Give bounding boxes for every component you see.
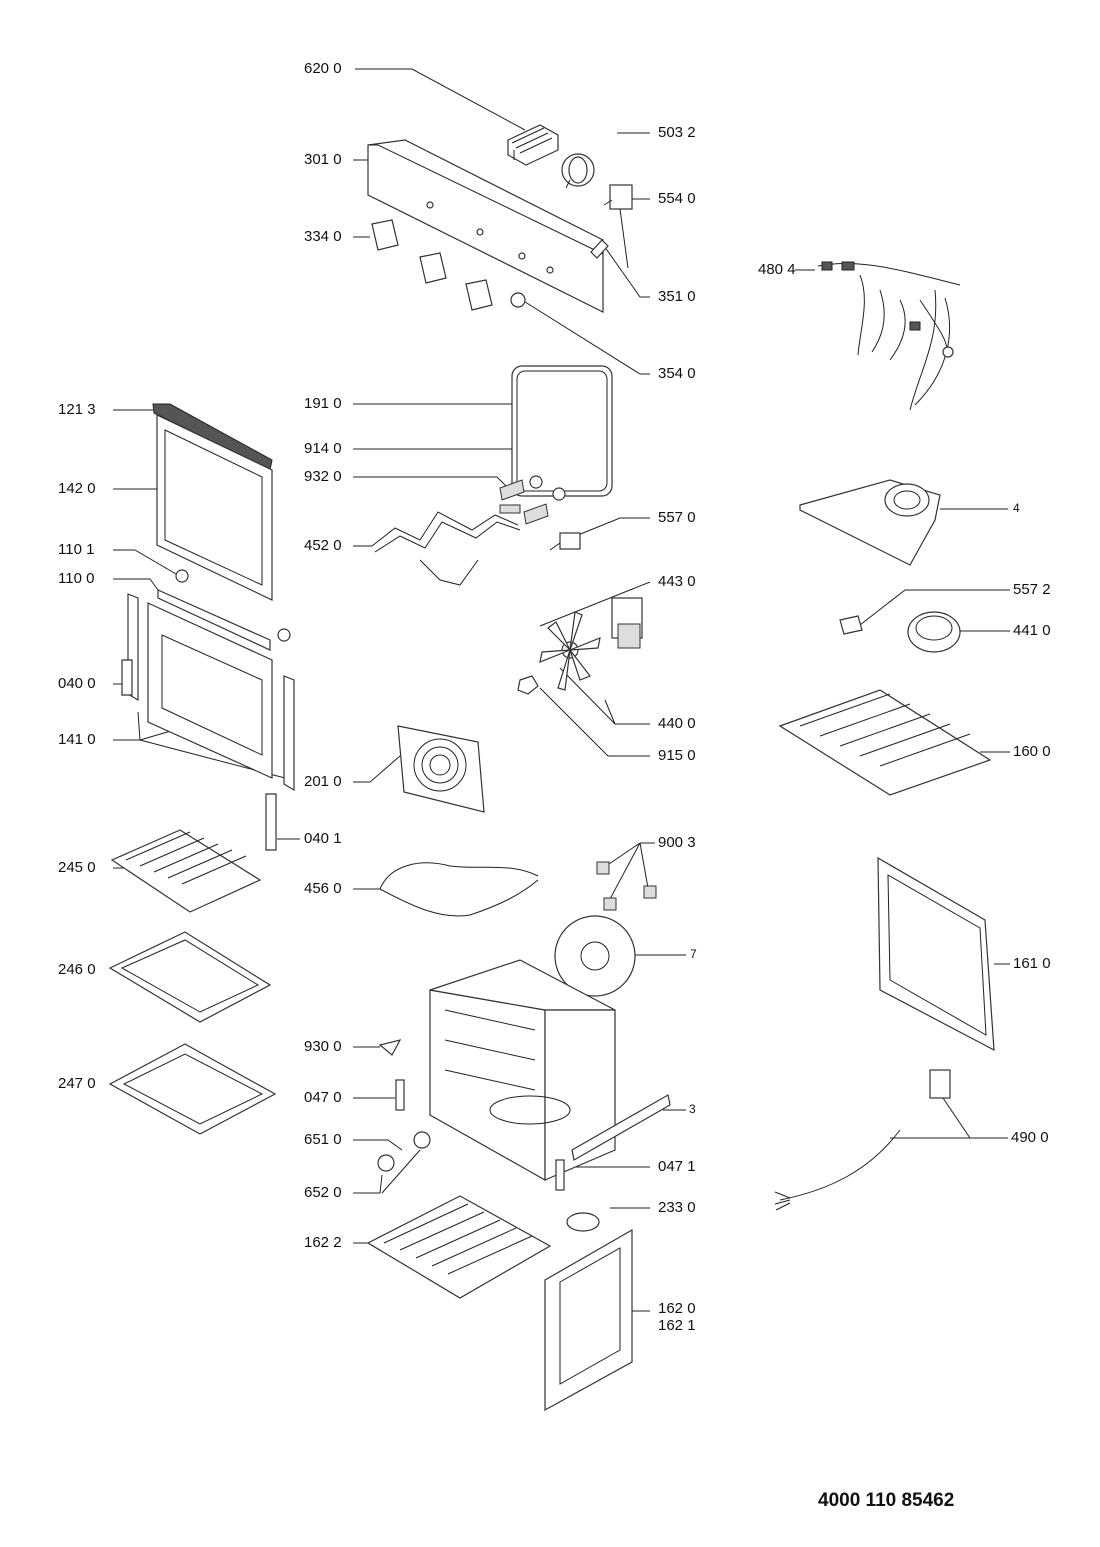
- callout-4430: 443 0: [658, 573, 696, 590]
- callout-1213: 121 3: [58, 401, 96, 418]
- callout-1420: 142 0: [58, 480, 96, 497]
- callout-1621: 162 1: [658, 1317, 696, 1334]
- control-panel-part: [367, 139, 604, 313]
- knob-parts: [371, 219, 526, 311]
- callout-4804: 480 4: [758, 261, 796, 278]
- callout-1600: 160 0: [1013, 743, 1051, 760]
- callout-4: 4: [1013, 501, 1020, 515]
- callout-4900: 490 0: [1011, 1129, 1049, 1146]
- rear-cover-part: [554, 915, 636, 997]
- callout-7: 7: [690, 947, 697, 961]
- callout-1410: 141 0: [58, 731, 96, 748]
- callout-3: 3: [689, 1102, 696, 1116]
- callout-1910: 191 0: [304, 395, 342, 412]
- callout-4400: 440 0: [658, 715, 696, 732]
- hinge-bracket-part: [265, 793, 277, 851]
- callout-0470: 047 0: [304, 1089, 342, 1106]
- thermostat-part: [603, 184, 633, 269]
- callout-9140: 914 0: [304, 440, 342, 457]
- callout-2010: 201 0: [304, 773, 342, 790]
- callout-1610: 161 0: [1013, 955, 1051, 972]
- indicator-lamp-part: [590, 239, 609, 259]
- guide-rail-part: [571, 1094, 671, 1161]
- document-number: 4000 110 85462: [818, 1490, 955, 1511]
- callout-3540: 354 0: [658, 365, 696, 382]
- callout-1100: 110 0: [58, 570, 95, 587]
- rear-fan-motor-part: [907, 611, 961, 653]
- lamp-cover-part: [566, 1212, 600, 1232]
- callout-1622: 162 2: [304, 1234, 342, 1251]
- door-bushing-parts: [175, 569, 291, 642]
- wire-rack-part: [110, 829, 262, 913]
- callout-1101: 110 1: [58, 541, 95, 558]
- side-panel-part: [877, 856, 995, 1052]
- hinge-pin-parts: [378, 1039, 565, 1191]
- deep-tray-part: [108, 1043, 277, 1135]
- oven-gasket-part: [511, 365, 613, 497]
- callout-3010: 301 0: [304, 151, 342, 168]
- callout-0471: 047 1: [658, 1158, 696, 1175]
- timer-part: [561, 153, 595, 189]
- grill-element-part: [371, 504, 521, 586]
- callout-4410: 441 0: [1013, 622, 1051, 639]
- element-nuts-part: [499, 475, 566, 525]
- shallow-tray-part: [108, 931, 272, 1023]
- fan-blade-part: [539, 611, 601, 691]
- callout-6520: 652 0: [304, 1184, 342, 1201]
- callout-9320: 932 0: [304, 468, 342, 485]
- limiter-part: [839, 615, 863, 635]
- switch-part: [549, 532, 581, 551]
- bottom-element-part: [379, 862, 539, 917]
- callout-1620: 162 0: [658, 1300, 696, 1317]
- power-cable-part: [774, 1069, 951, 1211]
- rear-panel-part: [544, 1228, 633, 1412]
- door-trim-part: [152, 403, 273, 471]
- wire-shelf-top-part: [778, 689, 992, 796]
- fan-guard-part: [397, 725, 485, 813]
- callout-9003: 900 3: [658, 834, 696, 851]
- callout-6510: 651 0: [304, 1131, 342, 1148]
- callout-2470: 247 0: [58, 1075, 96, 1092]
- callout-2460: 246 0: [58, 961, 96, 978]
- callout-5540: 554 0: [658, 190, 696, 207]
- callout-5570: 557 0: [658, 509, 696, 526]
- callout-0401: 040 1: [304, 830, 342, 847]
- callout-3510: 351 0: [658, 288, 696, 305]
- callout-4560: 456 0: [304, 880, 342, 897]
- callout-3340: 334 0: [304, 228, 342, 245]
- door-outer-glass-part: [156, 414, 273, 601]
- callout-9150: 915 0: [658, 747, 696, 764]
- wire-bottom-rack-part: [366, 1195, 552, 1299]
- clip-parts: [596, 861, 657, 911]
- callout-5572: 557 2: [1013, 581, 1051, 598]
- callout-0400: 040 0: [58, 675, 96, 692]
- callout-2330: 233 0: [658, 1199, 696, 1216]
- callout-4520: 452 0: [304, 537, 342, 554]
- terminal-block-part: [507, 124, 559, 166]
- lamp-parts: [377, 1131, 431, 1172]
- callout-5032: 503 2: [658, 124, 696, 141]
- callout-6200: 620 0: [304, 60, 342, 77]
- fan-motor-part: [611, 597, 643, 649]
- door-hinge-parts: [121, 593, 295, 792]
- callout-9300: 930 0: [304, 1038, 342, 1055]
- fan-cover-plate-part: [799, 479, 941, 566]
- wiring-harness-part: [817, 261, 961, 411]
- inner-door-part: [147, 589, 273, 779]
- callout-2450: 245 0: [58, 859, 96, 876]
- fan-nut-part: [517, 675, 539, 695]
